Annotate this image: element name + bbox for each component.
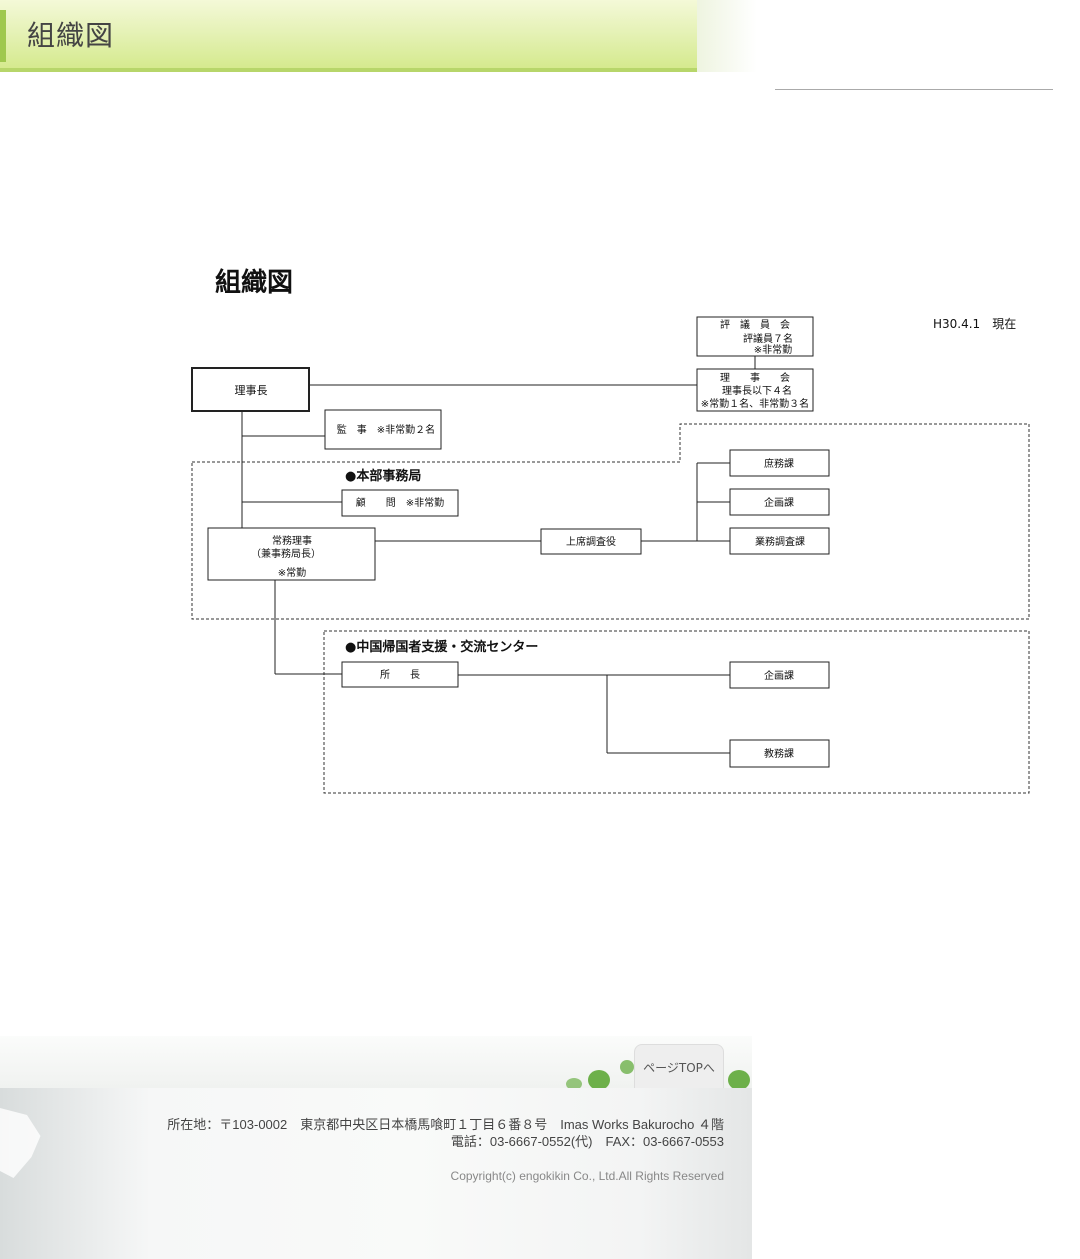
svg-text:理 事 会: 理 事 会	[720, 371, 790, 384]
svg-text:理事長以下４名: 理事長以下４名	[722, 384, 792, 397]
diagram-date: H30.4.1 現在	[933, 317, 1016, 331]
svg-text:評 議 員 会: 評 議 員 会	[720, 318, 790, 331]
clover-decoration	[728, 1070, 750, 1090]
node-kikakuka-center: 企画課	[729, 661, 830, 689]
svg-text:※常勤: ※常勤	[278, 566, 306, 579]
node-kyomuka: 教務課	[729, 739, 830, 768]
group-label-honbu: ●本部事務局	[345, 468, 421, 484]
heading-accent	[0, 10, 6, 62]
honbu-frame	[191, 423, 1030, 620]
svg-text:理事長: 理事長	[235, 384, 268, 397]
svg-text:評議員７名: 評議員７名	[743, 332, 793, 345]
node-gyomuka: 業務調査課	[729, 527, 830, 555]
clover-decoration	[566, 1078, 582, 1090]
group-label-center: ●中国帰国者支援・交流センター	[345, 639, 538, 655]
clover-decoration	[620, 1060, 634, 1074]
page-heading-bar: 組織図	[0, 0, 697, 72]
svg-text:上席調査役: 上席調査役	[566, 535, 616, 548]
svg-text:顧 問 ※非常勤: 顧 問 ※非常勤	[356, 496, 444, 509]
node-shocho: 所 長	[341, 661, 459, 688]
node-komon: 顧 問 ※非常勤	[341, 489, 459, 517]
footer-phone: 電話：03-6667-0552(代) FAX：03-6667-0553	[450, 1134, 724, 1149]
node-jomuriji: 常務理事 （兼事務局長） ※常勤	[207, 527, 376, 581]
node-kanji: 監 事 ※非常勤２名	[324, 409, 442, 450]
footer: 所在地：〒103-0002 東京都中央区日本橋馬喰町１丁目６番８号 Imas W…	[0, 1088, 752, 1259]
svg-text:所 長: 所 長	[380, 669, 420, 681]
diagram-title: 組織図	[215, 267, 293, 298]
node-kikakuka-honbu: 企画課	[729, 488, 830, 516]
svg-text:庶務課: 庶務課	[764, 457, 794, 470]
footer-address: 所在地：〒103-0002 東京都中央区日本橋馬喰町１丁目６番８号 Imas W…	[167, 1117, 724, 1132]
svg-text:※常勤１名、非常勤３名: ※常勤１名、非常勤３名	[701, 397, 809, 410]
divider	[775, 89, 1053, 90]
map-decoration	[0, 1108, 41, 1178]
svg-text:※非常勤: ※非常勤	[754, 343, 792, 356]
node-shomuka: 庶務課	[729, 449, 830, 477]
svg-text:常務理事: 常務理事	[272, 534, 312, 547]
connector-lines	[241, 356, 756, 754]
page-title: 組織図	[27, 19, 115, 52]
org-chart-image: 組織図 H30.4.1 現在 評 議 員 会 評議員７名 ※非常勤 理 事 会 …	[191, 267, 1030, 794]
node-rijikai: 理 事 会 理事長以下４名 ※常勤１名、非常勤３名	[696, 368, 814, 412]
footer-copyright: Copyright(c) engokikin Co., Ltd.All Righ…	[450, 1169, 724, 1183]
heading-fade	[697, 0, 757, 72]
svg-text:監 事 ※非常勤２名: 監 事 ※非常勤２名	[337, 423, 435, 436]
page-top-button[interactable]: ページTOPへ	[634, 1044, 724, 1091]
svg-text:企画課: 企画課	[764, 669, 794, 682]
node-joseki: 上席調査役	[540, 528, 642, 555]
node-rijicho: 理事長	[191, 367, 310, 412]
svg-text:業務調査課: 業務調査課	[755, 535, 805, 548]
clover-decoration	[588, 1070, 610, 1090]
node-hyogiinkai: 評 議 員 会 評議員７名 ※非常勤	[696, 316, 814, 357]
center-frame	[323, 630, 1030, 794]
svg-text:企画課: 企画課	[764, 496, 794, 509]
svg-text:（兼事務局長）: （兼事務局長）	[251, 547, 321, 560]
svg-text:教務課: 教務課	[764, 747, 794, 760]
